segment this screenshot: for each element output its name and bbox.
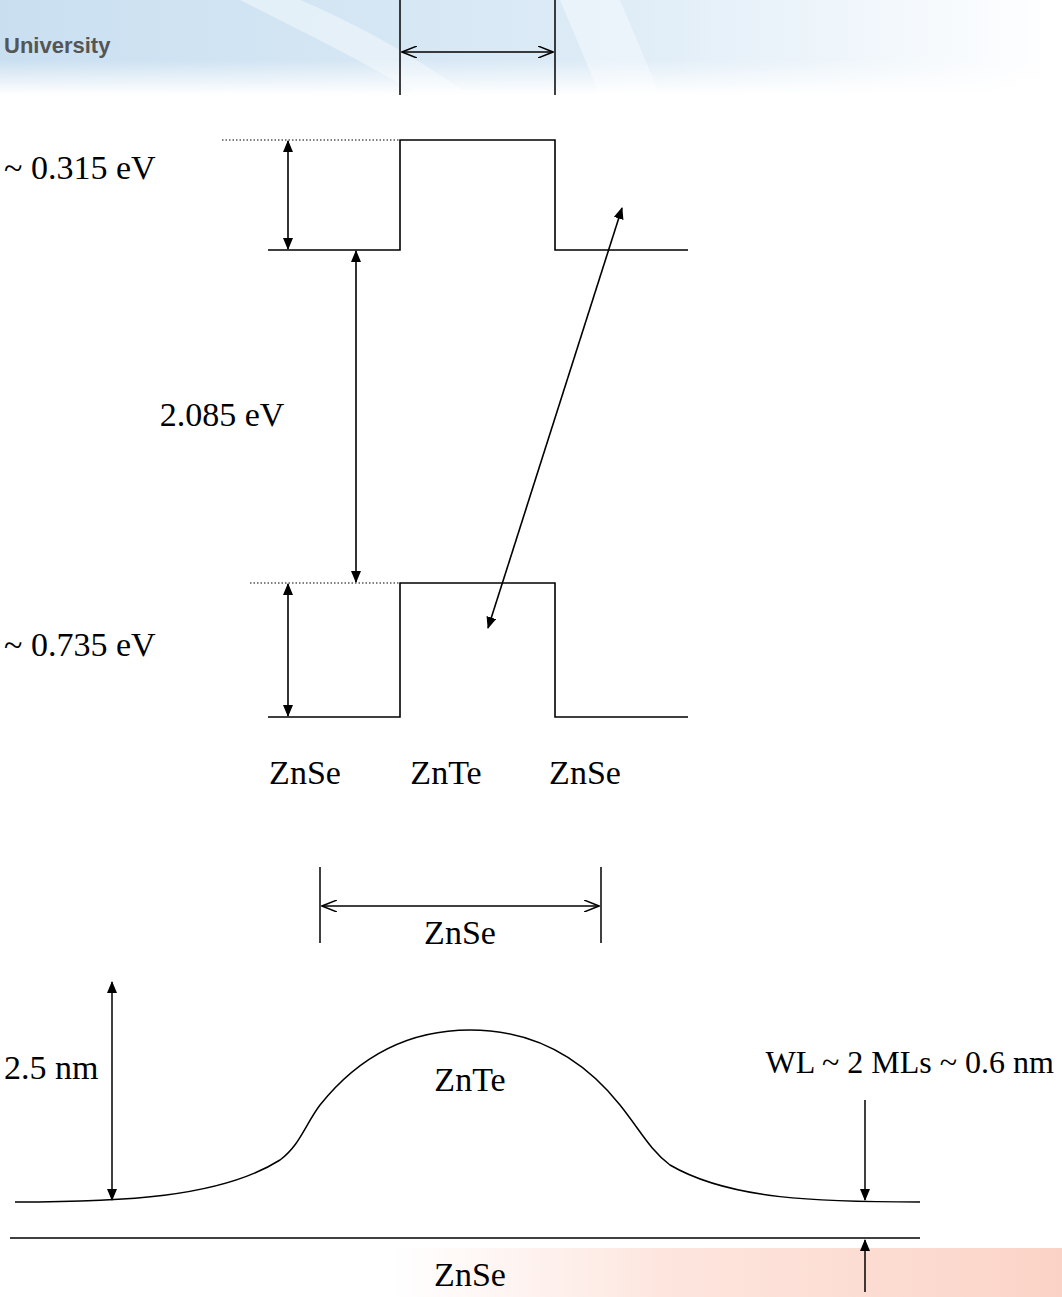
conduction-band xyxy=(222,140,688,250)
material-label: ZnTe xyxy=(410,753,481,792)
quantum-dot-profile xyxy=(10,982,920,1292)
gap-arrows xyxy=(356,208,622,628)
logo-text: University xyxy=(4,33,110,58)
gap-label: 2.085 eV xyxy=(160,395,285,434)
material-label: ZnSe xyxy=(269,753,341,792)
offset-label: ~ 0.735 eV xyxy=(4,625,156,664)
footer-tint xyxy=(390,1248,1062,1297)
dimension-label: 2.5 nm xyxy=(4,1048,98,1087)
dimension-label: ZnSe xyxy=(424,913,496,952)
valence-band xyxy=(250,583,688,717)
material-label: ZnSe xyxy=(434,1255,506,1294)
offset-label: ~ 0.315 eV xyxy=(4,148,156,187)
dimension-label: WL ~ 2 MLs ~ 0.6 nm xyxy=(765,1044,1054,1081)
material-label: ZnSe xyxy=(549,753,621,792)
material-label: ZnTe xyxy=(434,1060,505,1099)
width-marker xyxy=(400,0,555,95)
header-banner xyxy=(0,0,1062,95)
